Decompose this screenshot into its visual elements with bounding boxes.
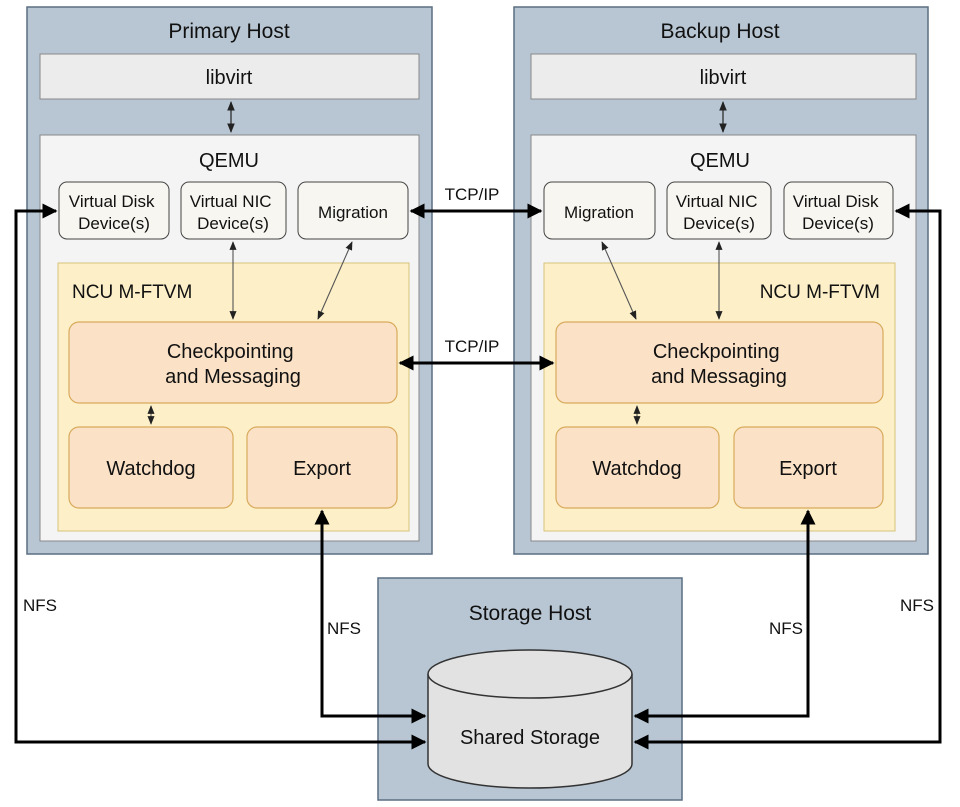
primary-libvirt-box — [39, 53, 420, 100]
primary-disk-nfs-label: NFS — [23, 596, 57, 615]
primary-checkpointing-line1: Checkpointing — [167, 341, 294, 363]
primary-qemu-label: QEMU — [199, 150, 259, 172]
cylinder-body — [427, 674, 633, 789]
shared-storage-label: Shared Storage — [460, 727, 600, 749]
backup-virtual-nic-line1: Virtual NIC — [676, 192, 758, 211]
backup-qemu-label: QEMU — [690, 150, 750, 172]
backup-virtual-disk-line2: Device(s) — [802, 214, 874, 233]
network-connectors: TCP/IP TCP/IP NFS NFS NFS NFS — [14, 185, 942, 750]
storage-host: Storage Host Shared Storage — [377, 577, 683, 801]
backup-checkpointing-line1: Checkpointing — [653, 341, 780, 363]
migration-tcp-label: TCP/IP — [445, 185, 500, 204]
backup-disk-nfs-link — [633, 203, 942, 750]
primary-watchdog-label: Watchdog — [106, 458, 195, 480]
shared-storage-cylinder — [427, 649, 633, 789]
backup-checkpointing-line2: and Messaging — [651, 366, 787, 388]
primary-virtual-nic-line1: Virtual NIC — [190, 192, 272, 211]
backup-disk-nfs-label: NFS — [900, 596, 934, 615]
primary-export-nfs-label: NFS — [327, 619, 361, 638]
primary-host-title: Primary Host — [168, 20, 290, 43]
checkpoint-tcp-label: TCP/IP — [445, 337, 500, 356]
primary-export-label: Export — [293, 458, 351, 480]
backup-migration-label: Migration — [564, 203, 634, 222]
backup-export-label: Export — [779, 458, 837, 480]
primary-disk-nfs-link — [14, 203, 427, 750]
backup-watchdog-label: Watchdog — [592, 458, 681, 480]
backup-migration-checkpoint-arrow — [601, 241, 637, 320]
cylinder-top — [427, 649, 633, 699]
backup-virtual-nic-line2: Device(s) — [683, 214, 755, 233]
primary-virtual-disk-line1: Virtual Disk — [69, 192, 155, 211]
storage-host-title: Storage Host — [469, 602, 592, 625]
backup-host: Backup Host libvirt QEMU Migration Virtu… — [513, 6, 929, 555]
primary-virtual-disk-line2: Device(s) — [78, 214, 150, 233]
backup-libvirt-box — [530, 53, 917, 100]
backup-export-nfs-label: NFS — [769, 619, 803, 638]
backup-ftvm-label: NCU M-FTVM — [760, 282, 880, 303]
primary-checkpointing-line2: and Messaging — [165, 366, 301, 388]
primary-ftvm-label: NCU M-FTVM — [72, 282, 192, 303]
primary-libvirt-label: libvirt — [206, 67, 253, 89]
primary-virtual-nic-line2: Device(s) — [197, 214, 269, 233]
primary-host: Primary Host libvirt QEMU Virtual Disk D… — [26, 6, 433, 555]
primary-migration-label: Migration — [318, 203, 388, 222]
backup-host-title: Backup Host — [660, 20, 779, 43]
backup-virtual-disk-line1: Virtual Disk — [793, 192, 879, 211]
backup-libvirt-label: libvirt — [700, 67, 747, 89]
